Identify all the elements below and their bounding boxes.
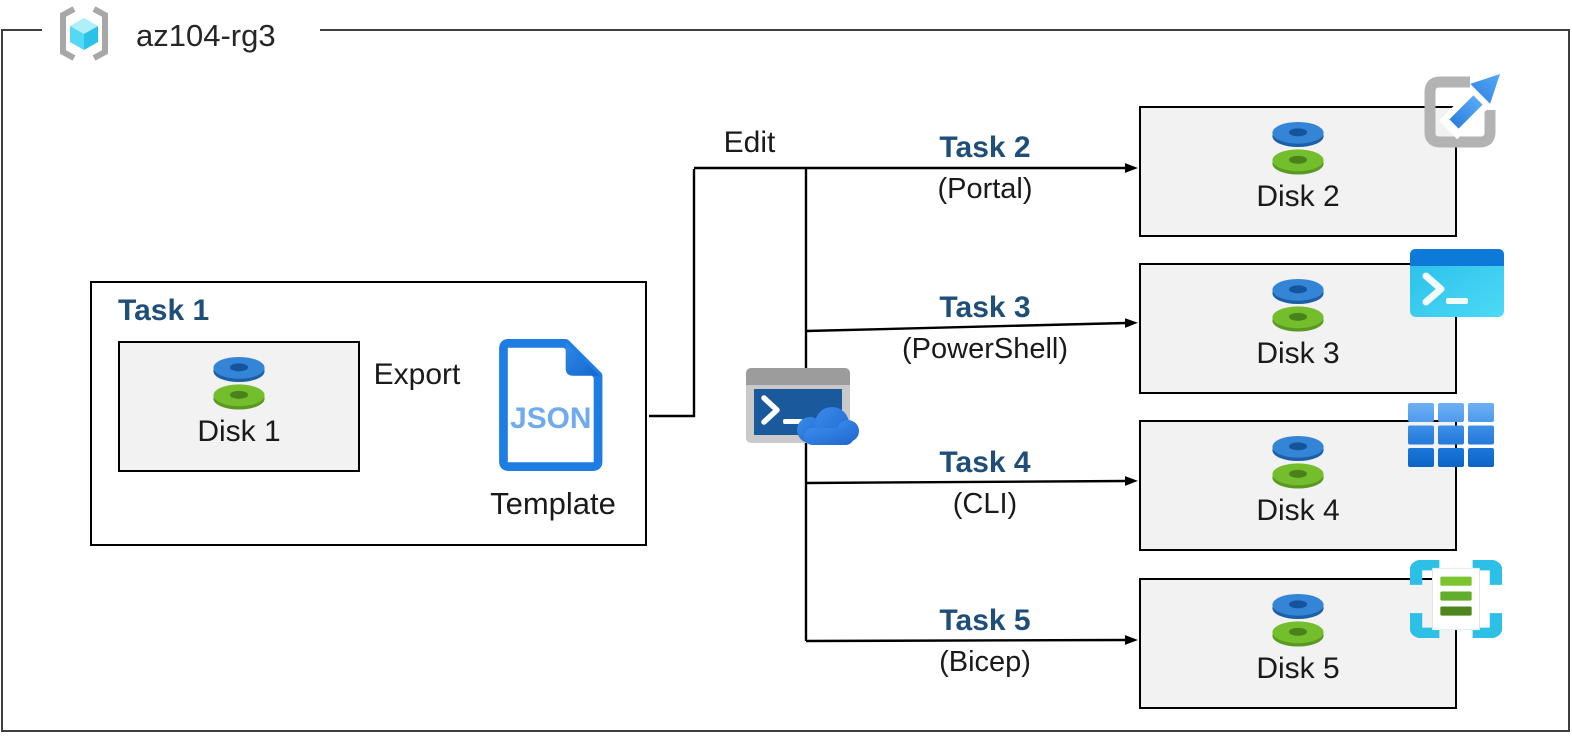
disk-icon	[203, 353, 275, 413]
resource-group-frame	[1, 29, 1570, 732]
task2-title: Task 2	[939, 131, 1031, 164]
task3-title: Task 3	[939, 291, 1031, 324]
disk5-label: Disk 5	[1256, 652, 1340, 685]
export-label: Export	[373, 358, 461, 391]
cloud-shell-icon	[746, 368, 859, 445]
disk-icon	[1262, 118, 1334, 178]
template-to-edit-elbow	[649, 169, 696, 418]
cloud-shape	[797, 407, 859, 445]
task2-branch-label: Task 2 (Portal)	[835, 131, 1135, 206]
disk1-box: Disk 1	[118, 341, 360, 472]
disk3-box: Disk 3	[1139, 263, 1457, 394]
bicep-template-icon	[1410, 560, 1502, 638]
task5-title: Task 5	[939, 604, 1031, 637]
resource-group-name: az104-rg3	[136, 18, 276, 53]
disk-icon	[1262, 432, 1334, 492]
task3-method: (PowerShell)	[902, 333, 1068, 365]
task2-method: (Portal)	[937, 173, 1033, 205]
json-template-icon: JSON	[499, 339, 603, 471]
azure-portal-icon	[1424, 74, 1500, 148]
task5-branch-label: Task 5 (Bicep)	[835, 604, 1135, 679]
edit-label: Edit	[723, 126, 776, 159]
azure-cli-icon	[1408, 403, 1494, 467]
disk2-label: Disk 2	[1256, 180, 1340, 213]
disk-icon	[1262, 275, 1334, 335]
template-caption: Template	[490, 486, 616, 521]
disk4-label: Disk 4	[1256, 494, 1340, 527]
task3-arrow	[805, 318, 1138, 333]
disk-icon	[1262, 590, 1334, 650]
disk4-box: Disk 4	[1139, 420, 1457, 551]
task5-arrow	[805, 635, 1138, 645]
task4-arrow	[805, 476, 1138, 486]
powershell-icon	[1410, 249, 1504, 317]
task5-method: (Bicep)	[939, 646, 1031, 678]
task4-method: (CLI)	[952, 488, 1018, 520]
task1-title: Task 1	[118, 294, 210, 327]
task4-branch-label: Task 4 (CLI)	[835, 446, 1135, 521]
json-badge-text: JSON	[510, 402, 591, 435]
disk2-box: Disk 2	[1139, 106, 1457, 237]
task4-title: Task 4	[939, 446, 1031, 479]
disk5-box: Disk 5	[1139, 578, 1457, 709]
frame-label-gap	[42, 26, 320, 36]
resource-group-icon	[60, 6, 108, 61]
disk1-label: Disk 1	[197, 415, 281, 448]
disk3-label: Disk 3	[1256, 337, 1340, 370]
task3-branch-label: Task 3 (PowerShell)	[835, 291, 1135, 366]
